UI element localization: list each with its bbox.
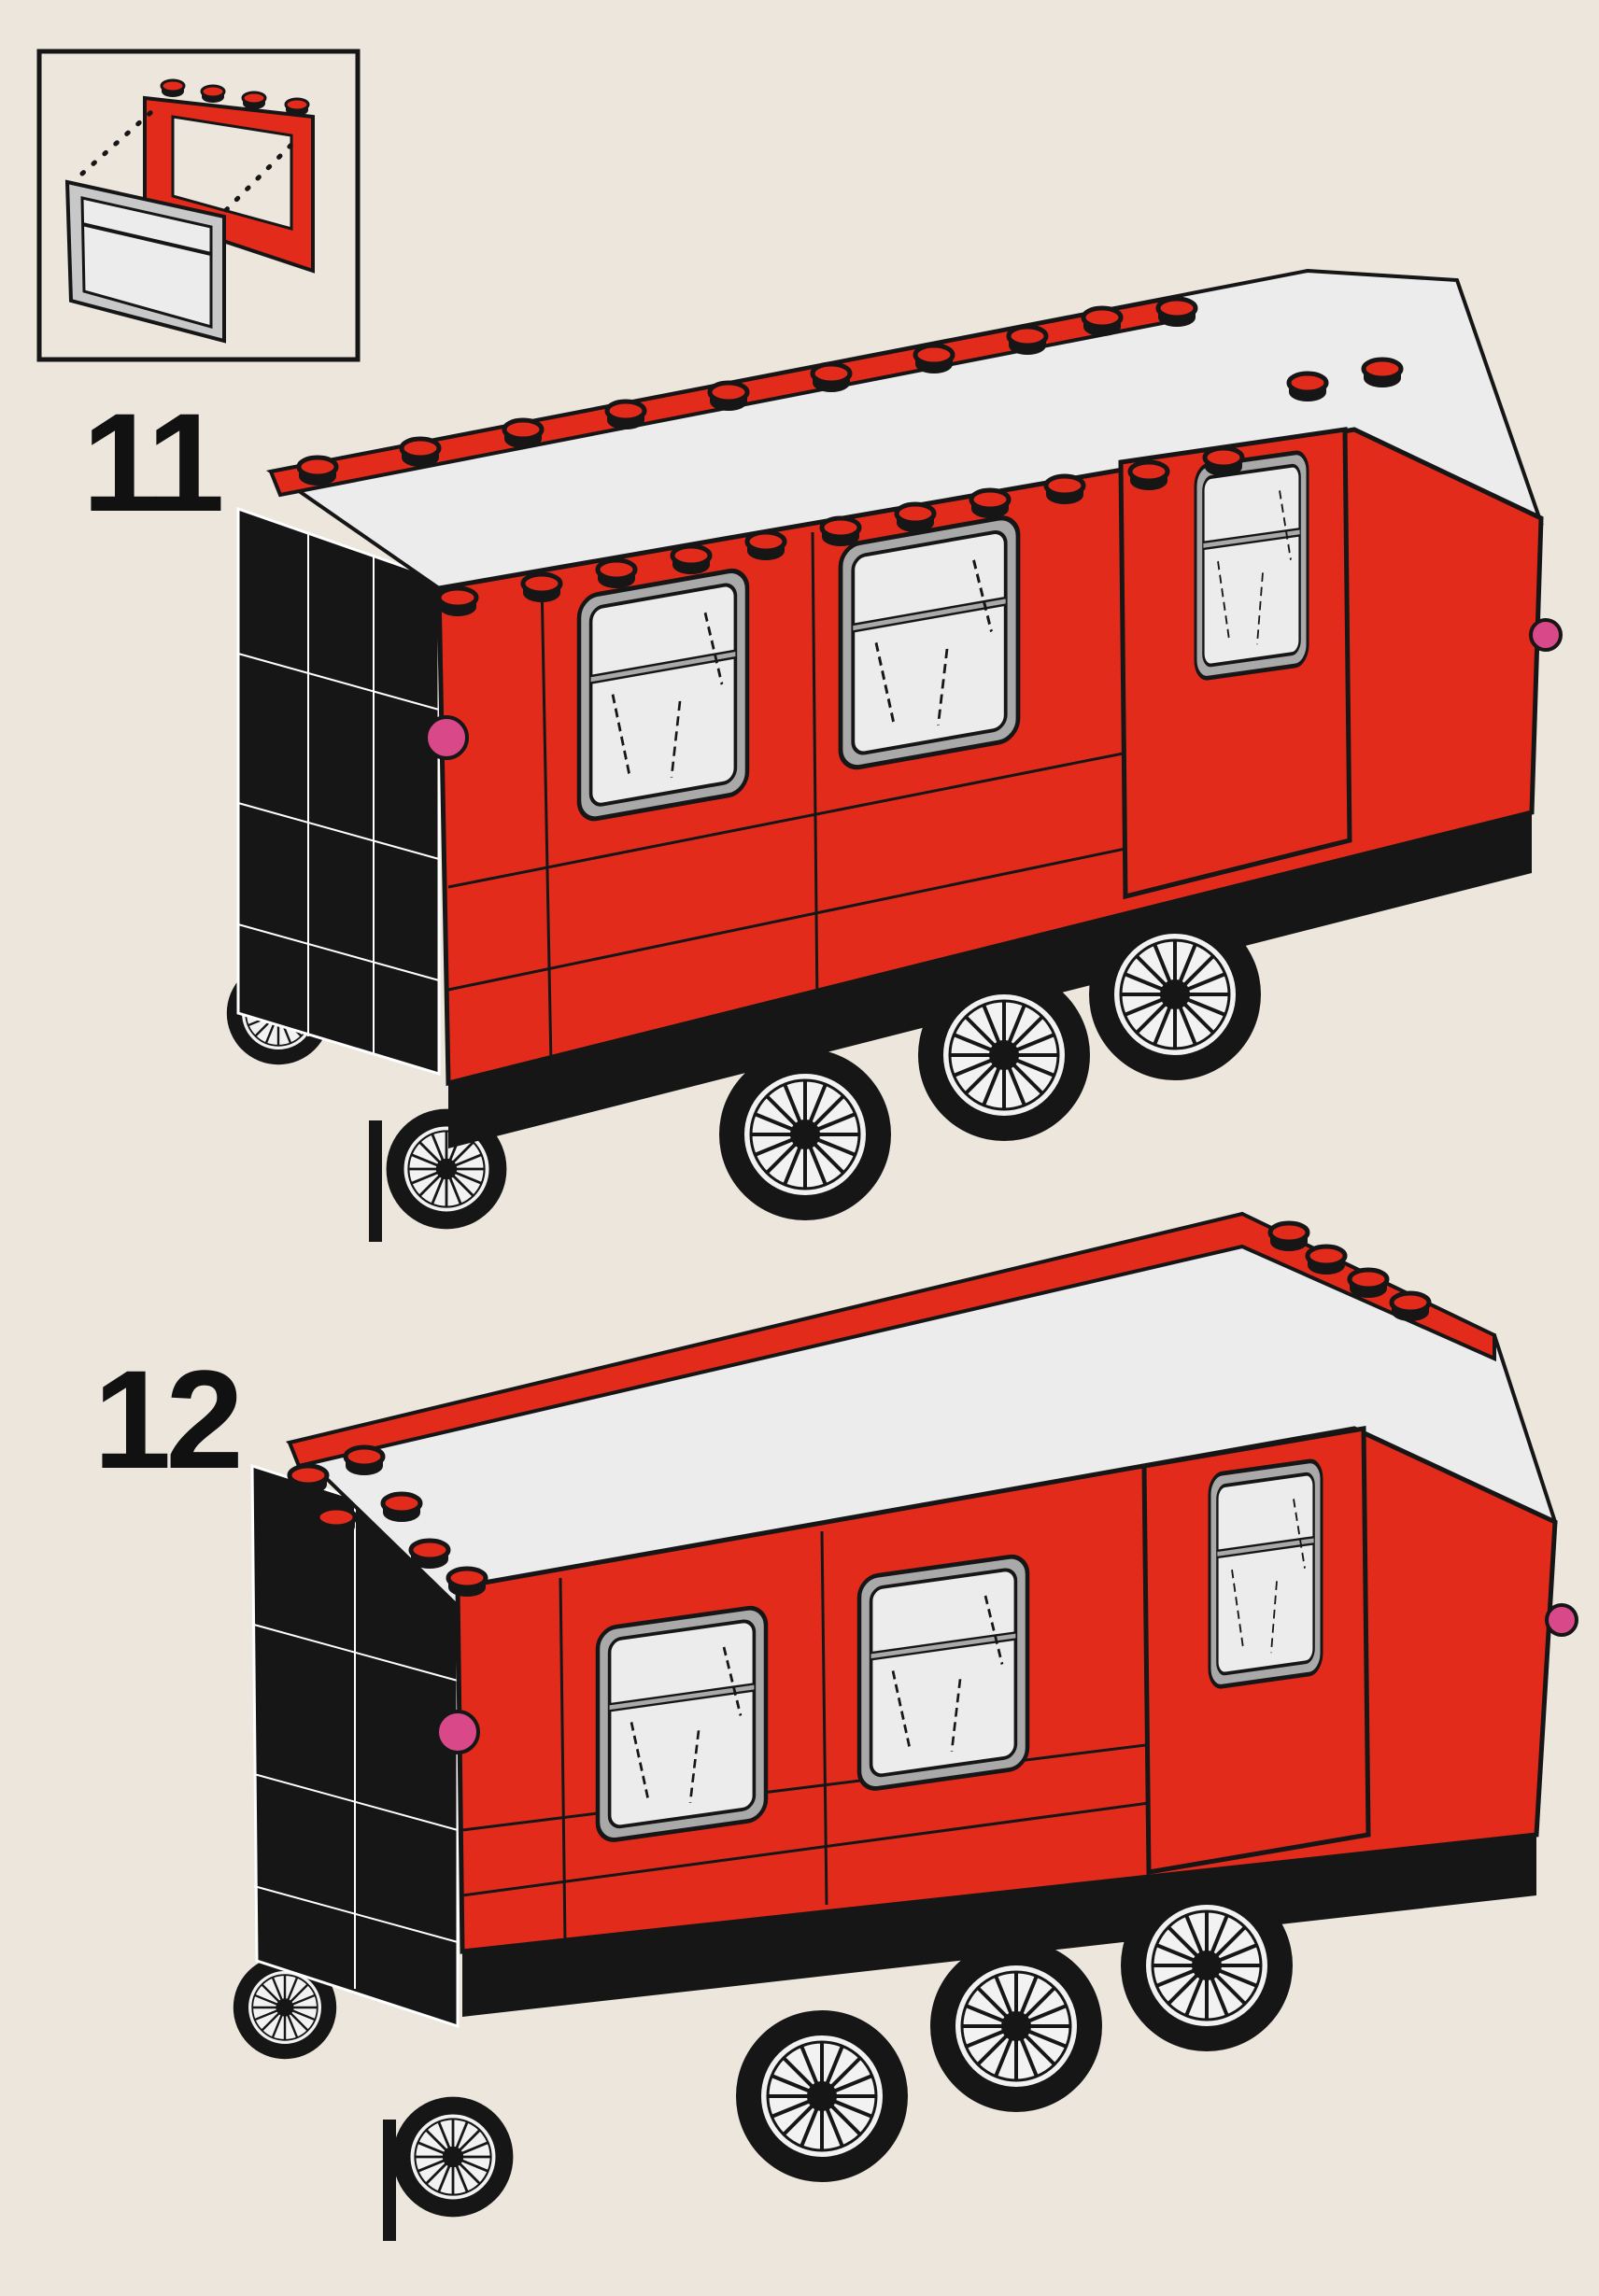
train-car-step-12 [232,1211,1578,2241]
buffer [435,1710,480,1754]
window [841,514,1018,770]
step-number-12: 12 [93,1341,244,1498]
chassis [462,1835,1536,2017]
window [579,568,747,822]
train-car-step-11 [225,268,1563,1242]
coupling-post [369,1120,382,1242]
buffer [424,715,469,760]
door-window [1196,451,1308,680]
glass-pane [64,179,226,344]
inset-box [36,49,361,362]
step-number-11: 11 [82,384,225,541]
window [859,1555,1027,1791]
door-window [1210,1459,1322,1688]
assembly-guide-dots [79,109,294,213]
black-end-wall [236,506,441,1077]
buffer [1529,618,1563,652]
coupling-post [383,2120,396,2241]
buffer [1545,1603,1578,1637]
window [598,1606,766,1842]
